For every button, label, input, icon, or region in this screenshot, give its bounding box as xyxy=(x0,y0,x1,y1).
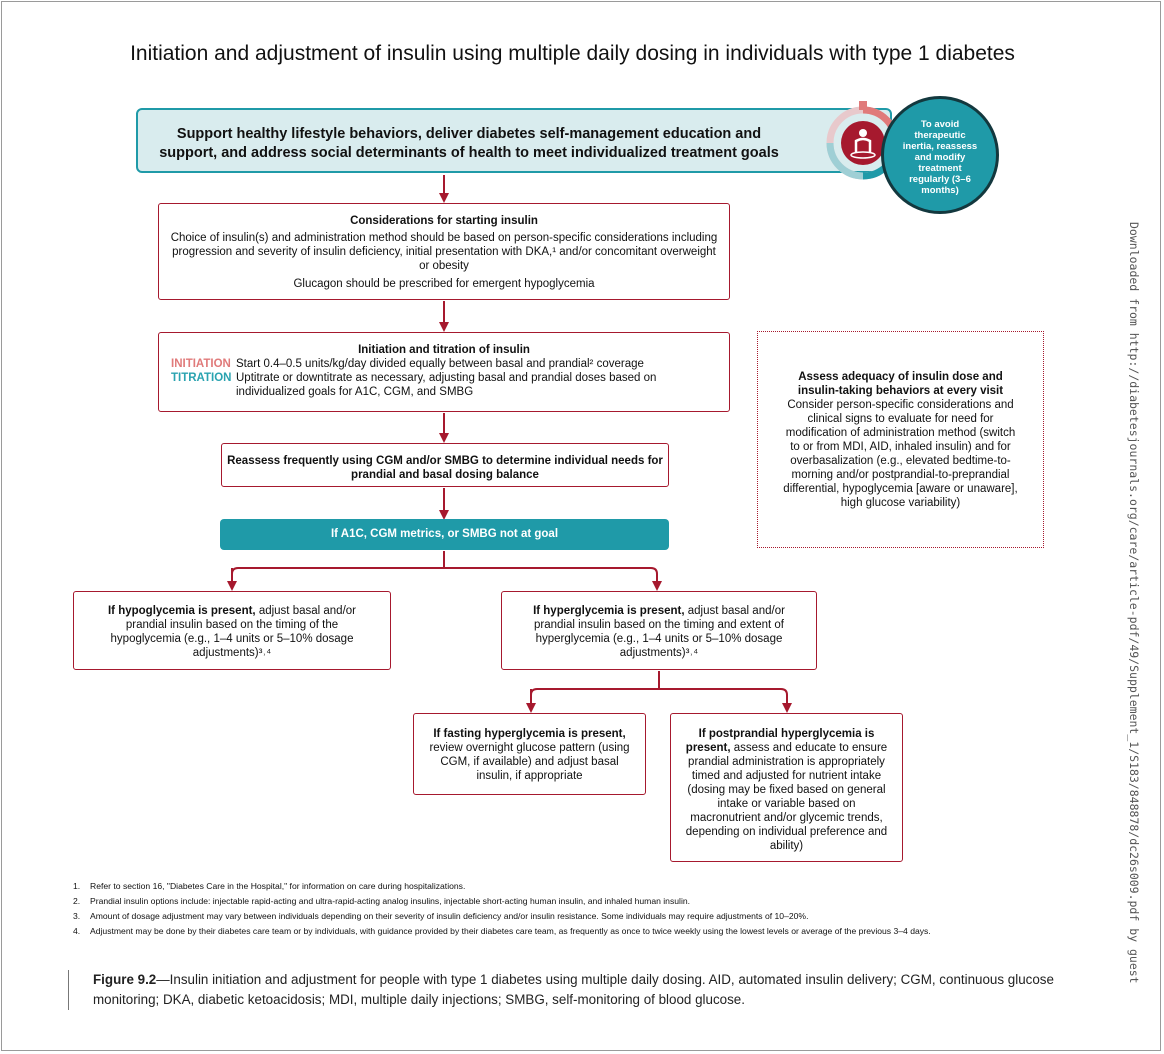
assess-adequacy-heading: Assess adequacy of insulin dose and insu… xyxy=(797,371,1004,397)
figure-label: Figure 9.2 xyxy=(93,972,157,987)
assess-adequacy-box: Assess adequacy of insulin dose and insu… xyxy=(757,331,1044,548)
reassess-text: Reassess frequently using CGM and/or SMB… xyxy=(227,455,663,481)
footnote-number: 2. xyxy=(73,896,81,906)
reassess-box: Reassess frequently using CGM and/or SMB… xyxy=(221,443,669,487)
hyperglycemia-lead: If hyperglycemia is present, xyxy=(533,605,685,617)
initiation-keyword: INITIATION xyxy=(171,358,231,370)
figure-caption-text: —Insulin initiation and adjustment for p… xyxy=(93,972,1054,1007)
footnote-text: Prandial insulin options include: inject… xyxy=(90,896,691,906)
starting-insulin-heading: Considerations for starting insulin xyxy=(350,215,538,227)
hyperglycemia-text: adjust basal and/or prandial insulin bas… xyxy=(534,605,785,659)
initiation-text: Start 0.4–0.5 units/kg/day divided equal… xyxy=(236,358,644,370)
footnote-text: Adjustment may be done by their diabetes… xyxy=(90,926,931,936)
footnote: 3. Amount of dosage adjustment may vary … xyxy=(73,911,1053,921)
footnote-number: 3. xyxy=(73,911,81,921)
hypoglycemia-box: If hypoglycemia is present, adjust basal… xyxy=(73,591,391,670)
starting-insulin-box: Considerations for starting insulin Choi… xyxy=(158,203,730,300)
reassess-regularly-circle: To avoid therapeutic inertia, reassess a… xyxy=(881,96,999,214)
lifestyle-banner: Support healthy lifestyle behaviors, del… xyxy=(136,108,892,173)
fasting-hyperglycemia-box: If fasting hyperglycemia is present, rev… xyxy=(413,713,646,795)
hypoglycemia-lead: If hypoglycemia is present, xyxy=(107,605,256,617)
initiation-titration-heading: Initiation and titration of insulin xyxy=(358,344,530,356)
footnote-text: Amount of dosage adjustment may vary bet… xyxy=(90,911,809,921)
not-at-goal-bar: If A1C, CGM metrics, or SMBG not at goal xyxy=(220,519,669,550)
postprandial-lead: If postprandial hyperglycemia is present… xyxy=(685,728,875,754)
titration-keyword: TITRATION xyxy=(171,372,232,384)
page-title: Initiation and adjustment of insulin usi… xyxy=(130,42,1015,65)
figure-caption: Figure 9.2—Insulin initiation and adjust… xyxy=(68,970,1093,1010)
reassess-regularly-text: To avoid therapeutic inertia, reassess a… xyxy=(902,119,978,196)
hypoglycemia-text: adjust basal and/or prandial insulin bas… xyxy=(110,605,356,659)
titration-text: Uptitrate or downtitrate as necessary, a… xyxy=(236,372,657,398)
postprandial-hyperglycemia-box: If postprandial hyperglycemia is present… xyxy=(670,713,903,862)
initiation-row: INITIATION Start 0.4–0.5 units/kg/day di… xyxy=(159,357,729,371)
starting-insulin-body: Choice of insulin(s) and administration … xyxy=(170,232,718,272)
glucagon-note: Glucagon should be prescribed for emerge… xyxy=(293,278,595,290)
titration-row: TITRATION Uptitrate or downtitrate as ne… xyxy=(159,371,729,399)
footnote-text: Refer to section 16, "Diabetes Care in t… xyxy=(90,881,466,891)
not-at-goal-text: If A1C, CGM metrics, or SMBG not at goal xyxy=(330,528,559,540)
initiation-titration-box: Initiation and titration of insulin INIT… xyxy=(158,332,730,412)
footnote: 1. Refer to section 16, "Diabetes Care i… xyxy=(73,881,1053,891)
footnote-number: 4. xyxy=(73,926,81,936)
footnote: 2. Prandial insulin options include: inj… xyxy=(73,896,1053,906)
fasting-lead: If fasting hyperglycemia is present, xyxy=(433,728,626,740)
footnote: 4. Adjustment may be done by their diabe… xyxy=(73,926,1053,936)
download-watermark: Downloaded from http://diabetesjournals.… xyxy=(1127,222,1141,984)
footnote-number: 1. xyxy=(73,881,81,891)
footnotes: 1. Refer to section 16, "Diabetes Care i… xyxy=(73,881,1053,941)
lifestyle-text: Support healthy lifestyle behaviors, del… xyxy=(159,126,779,161)
postprandial-text: assess and educate to ensure prandial ad… xyxy=(685,742,888,852)
assess-adequacy-body: Consider person-specific considerations … xyxy=(783,399,1018,509)
fasting-text: review overnight glucose pattern (using … xyxy=(429,742,630,782)
hyperglycemia-box: If hyperglycemia is present, adjust basa… xyxy=(501,591,817,670)
